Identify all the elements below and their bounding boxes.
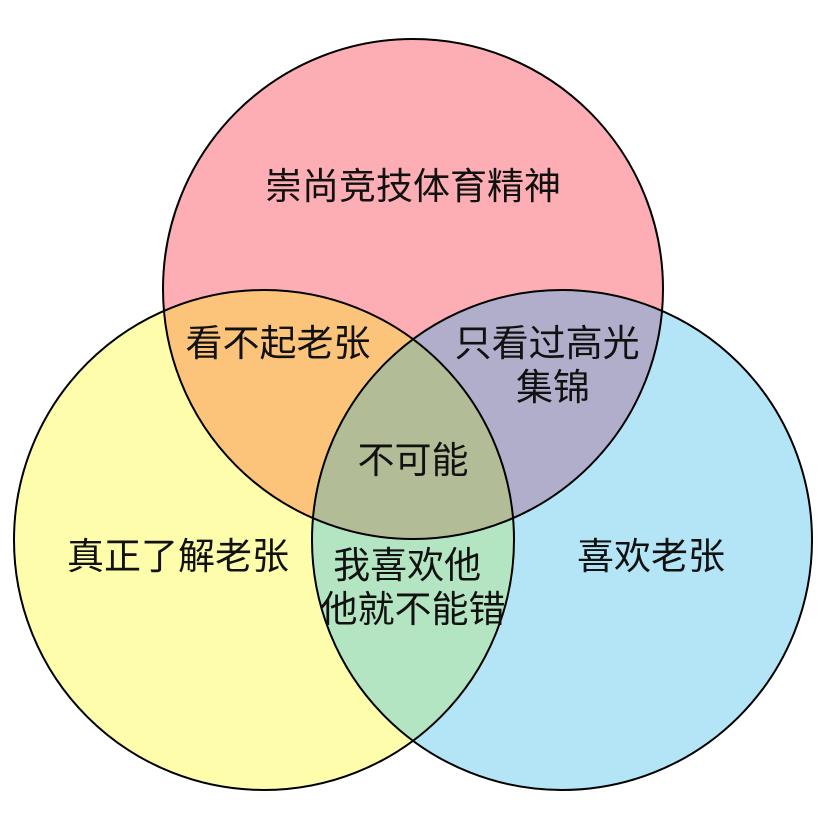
circle-left-outline (13, 289, 515, 791)
label-right-line: 喜欢老张 (577, 535, 725, 578)
label-left-line: 真正了解老张 (67, 535, 289, 578)
label-left-right-line-1: 我喜欢他 (333, 544, 481, 587)
label-left-right-line-2: 他就不能错 (321, 588, 506, 631)
label-top-right-line-1: 只看过高光 (455, 322, 640, 365)
label-top-right-line-2: 集锦 (516, 366, 590, 409)
label-top-right: 只看过高光 集锦 (455, 322, 652, 409)
label-top-left: 看不起老张 (186, 322, 371, 365)
label-top: 崇尚竞技体育精神 (265, 165, 561, 208)
label-top-line: 崇尚竞技体育精神 (265, 165, 561, 208)
circle-right-outline (311, 289, 813, 791)
label-left: 真正了解老张 (67, 535, 289, 578)
label-center: 不可能 (358, 439, 469, 482)
label-right: 喜欢老张 (577, 535, 725, 578)
label-left-right: 我喜欢他 他就不能错 (321, 544, 506, 631)
label-top-left-line: 看不起老张 (186, 322, 371, 365)
overlap-center (312, 290, 514, 539)
label-center-line: 不可能 (358, 439, 469, 482)
circle-top-outline (162, 38, 664, 540)
